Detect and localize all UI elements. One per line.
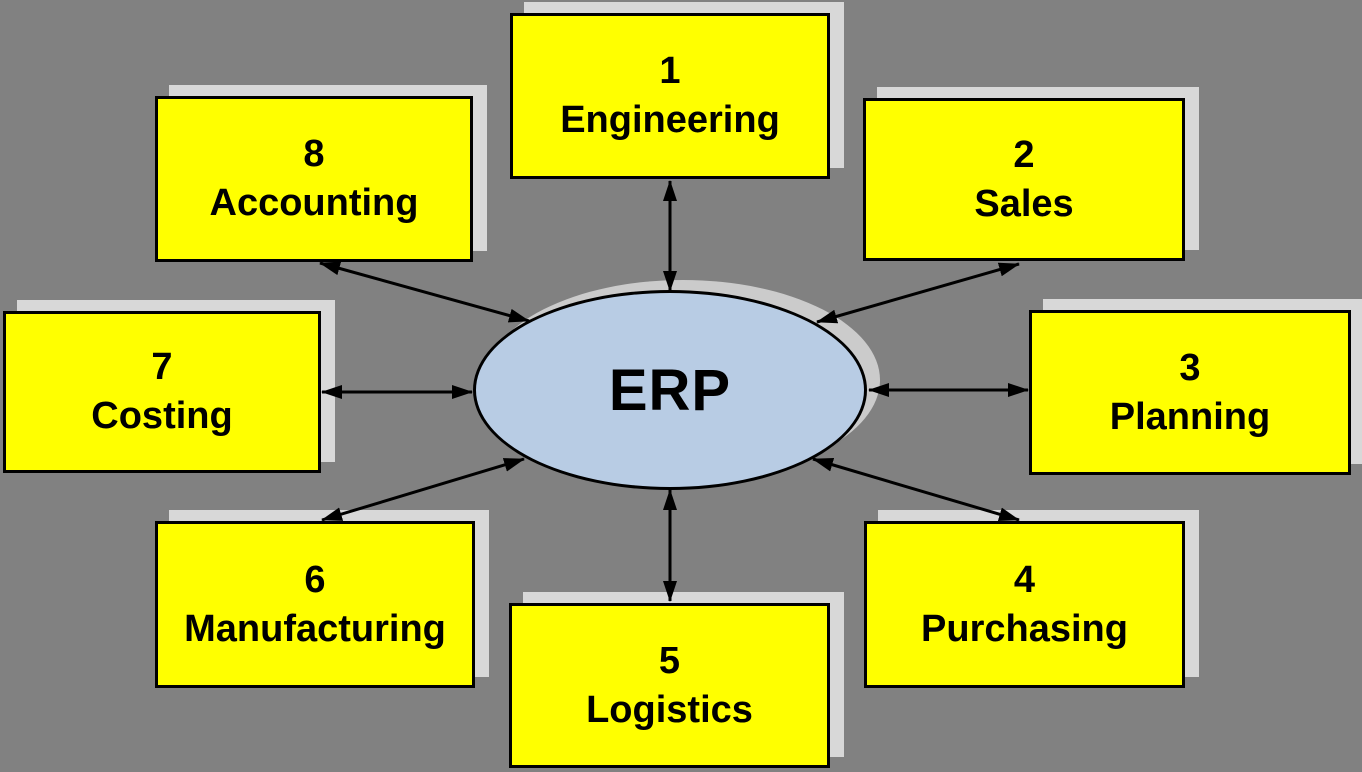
connector-erp-accounting [319,261,530,323]
node-label: Logistics [586,688,753,731]
node-label: Purchasing [921,607,1128,650]
node-number: 2 [1013,133,1035,176]
node-number: 4 [1013,558,1036,601]
node-logistics: 5 Logistics [509,603,830,768]
node-label: Accounting [209,182,419,224]
node-label: Sales [974,182,1074,225]
node-purchasing: 4 Purchasing [864,521,1185,688]
erp-center-ellipse: ERP [473,290,867,490]
connector-erp-manufacturing [321,457,525,522]
connector-erp-purchasing [812,457,1020,522]
node-label: Costing [91,395,233,437]
node-number: 8 [303,133,325,176]
node-engineering: 1 Engineering [510,13,830,179]
node-number: 7 [151,346,173,389]
node-label: Manufacturing [184,607,446,650]
node-label: Engineering [560,99,780,141]
node-planning: 3 Planning [1029,310,1351,475]
node-costing: 7 Costing [3,311,321,473]
node-sales: 2 Sales [863,98,1185,261]
node-number: 6 [304,558,326,601]
node-number: 3 [1179,346,1201,389]
connector-erp-sales [816,262,1020,324]
node-manufacturing: 6 Manufacturing [155,521,475,688]
erp-label: ERP [608,357,732,423]
node-label: Planning [1109,395,1271,438]
node-number: 1 [659,50,681,93]
node-accounting: 8 Accounting [155,96,473,262]
node-number: 5 [658,639,681,682]
